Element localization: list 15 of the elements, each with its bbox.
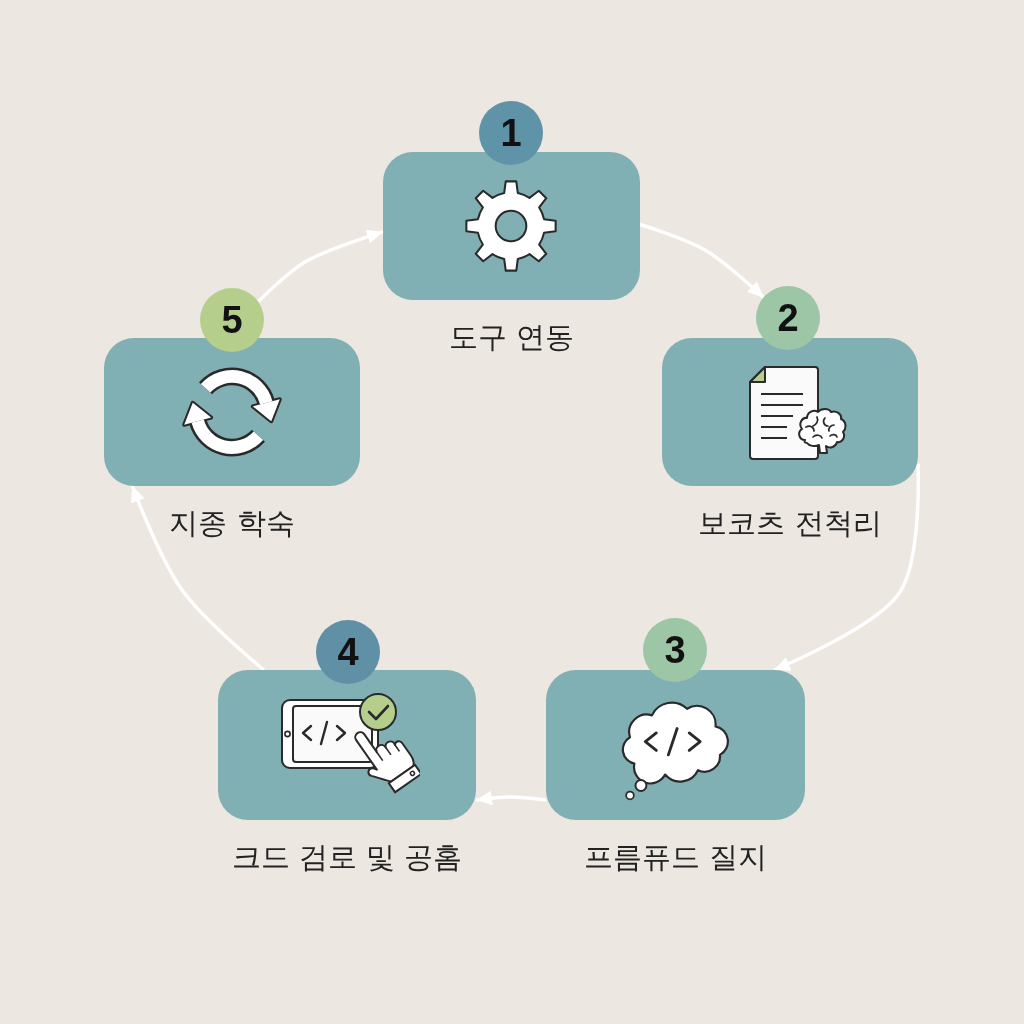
step-label: 도구 연동 [448,320,575,354]
arrow [256,229,384,303]
step-number: 2 [756,286,820,350]
step-label: 지종 학숙 [169,506,295,540]
arrow [130,485,266,672]
arrow [475,790,547,806]
step-number: 3 [643,618,707,682]
step-number: 4 [316,620,380,684]
step-label: 크드 검로 및 공홈 [231,840,463,874]
step-label: 프름퓨드 질지 [583,840,768,874]
step-number: 5 [200,288,264,352]
arrow [639,222,765,299]
step-label: 보코츠 전척리 [698,506,882,540]
arrow [773,463,921,672]
step-number: 1 [479,101,543,165]
